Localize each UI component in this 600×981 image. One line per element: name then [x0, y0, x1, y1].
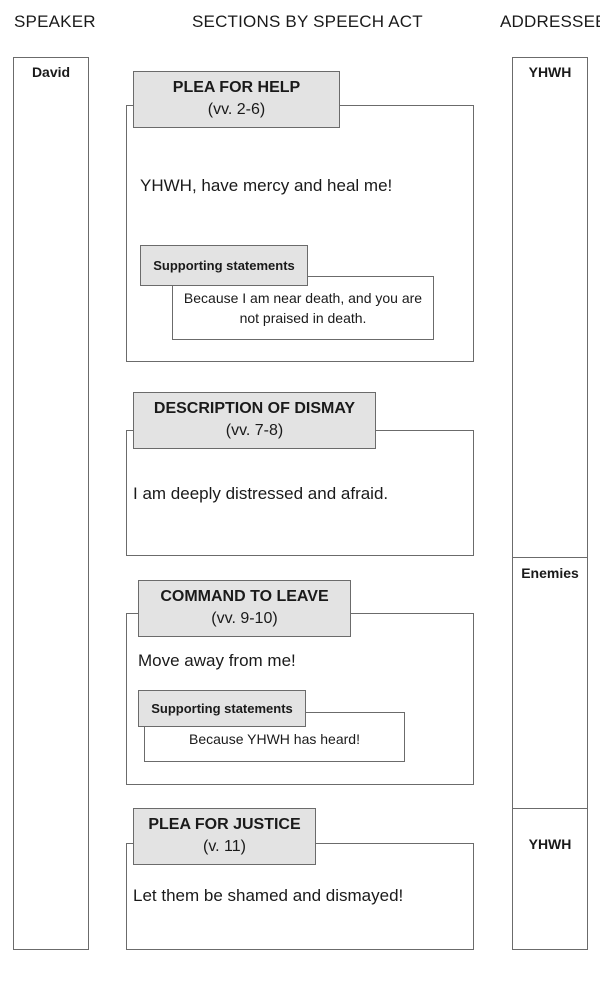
speaker-header: SPEAKER: [14, 12, 96, 31]
addressee-header: ADDRESSEE: [500, 12, 600, 31]
section-title-text: PLEA FOR JUSTICE: [148, 816, 301, 833]
section-verses: (vv. 2-6): [207, 101, 266, 118]
section-statement: YHWH, have mercy and heal me!: [140, 176, 393, 195]
supporting-statements-label: Supporting statements: [140, 245, 308, 286]
section-title-text: DESCRIPTION OF DISMAY: [153, 400, 356, 417]
addressee-column-enemies: [512, 557, 588, 809]
section-title-plea-for-justice: PLEA FOR JUSTICE (v. 11): [133, 808, 316, 865]
section-verses: (v. 11): [203, 838, 246, 855]
addressee-column-yhwh-1: [512, 57, 588, 558]
sections-header: SECTIONS BY SPEECH ACT: [192, 12, 423, 31]
section-description-of-dismay: [126, 430, 474, 556]
section-verses: (vv. 9-10): [211, 610, 278, 627]
speaker-label: David: [31, 64, 71, 80]
section-title-command-to-leave: COMMAND TO LEAVE (vv. 9-10): [138, 580, 351, 637]
section-title-text: PLEA FOR HELP: [172, 79, 301, 96]
section-verses: (vv. 7-8): [225, 422, 284, 439]
section-title-description-of-dismay: DESCRIPTION OF DISMAY (vv. 7-8): [133, 392, 376, 449]
addressee-label-enemies: Enemies: [521, 565, 579, 581]
section-title-text: COMMAND TO LEAVE: [160, 588, 329, 605]
addressee-column-yhwh-2: [512, 808, 588, 950]
section-title-plea-for-help: PLEA FOR HELP (vv. 2-6): [133, 71, 340, 128]
addressee-label-yhwh-1: YHWH: [528, 64, 572, 80]
supporting-statements-label: Supporting statements: [138, 690, 306, 727]
section-statement: Move away from me!: [138, 651, 296, 670]
section-statement: Let them be shamed and dismayed!: [133, 886, 404, 905]
addressee-label-yhwh-2: YHWH: [528, 836, 572, 852]
supporting-statements-box: Because I am near death, and you are not…: [172, 276, 434, 340]
speaker-column: [13, 57, 89, 950]
section-statement: I am deeply distressed and afraid.: [133, 484, 389, 503]
